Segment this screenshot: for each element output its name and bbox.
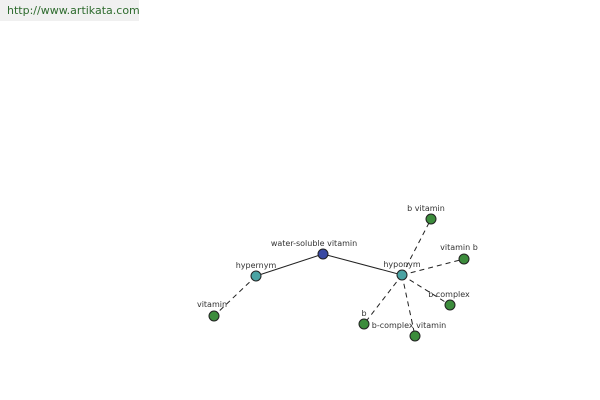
center-node[interactable] <box>317 248 329 260</box>
term-label-b-complex: b complex <box>428 290 470 299</box>
relation-node-hypernym[interactable] <box>250 270 262 282</box>
term-node-b-complex-vitamin[interactable] <box>409 330 421 342</box>
edge-center-hypernym <box>255 253 324 277</box>
term-node-b-complex[interactable] <box>444 299 456 311</box>
term-label-b: b <box>361 309 366 318</box>
term-label-b-vitamin: b vitamin <box>407 204 445 213</box>
edge-center-hyponym <box>322 253 403 276</box>
edge-hyponym-b <box>363 274 403 325</box>
edge-hyponym-b-complex-vitamin <box>401 274 416 337</box>
center-node-label: water-soluble vitamin <box>271 239 357 248</box>
relation-label-hyponym: hyponym <box>383 260 421 269</box>
relation-node-hyponym[interactable] <box>396 269 408 281</box>
term-label-vitamin-b: vitamin b <box>440 243 478 252</box>
term-node-vitamin-b[interactable] <box>458 253 470 265</box>
term-node-b-vitamin[interactable] <box>425 213 437 225</box>
edge-hyponym-b-vitamin <box>401 218 432 276</box>
relation-label-hypernym: hypernym <box>236 261 277 270</box>
edge-hyponym-vitamin-b <box>401 258 465 276</box>
term-node-b[interactable] <box>358 318 370 330</box>
edge-hyponym-b-complex <box>401 274 451 306</box>
term-node-vitamin[interactable] <box>208 310 220 322</box>
term-label-vitamin: vitamin <box>197 300 227 309</box>
term-label-b-complex-vitamin: b-complex vitamin <box>372 321 447 330</box>
edge-hypernym-vitamin <box>213 275 257 317</box>
watermark-url[interactable]: http://www.artikata.com <box>0 0 140 21</box>
